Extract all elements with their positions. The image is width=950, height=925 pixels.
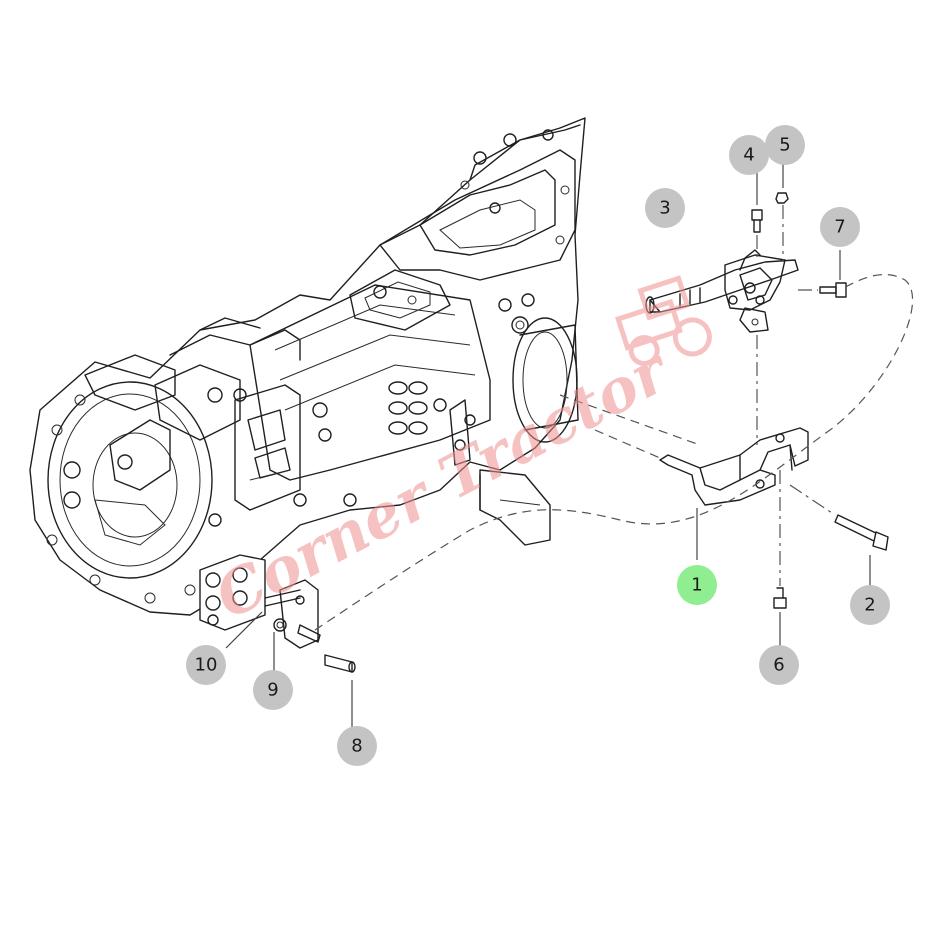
callout-label: 2 [864, 595, 875, 616]
bolt-part-2 [789, 484, 889, 588]
callout-8[interactable]: 8 [337, 726, 377, 766]
lever-bracket [264, 579, 321, 649]
callout-label: 5 [779, 135, 790, 156]
callout-label: 4 [743, 145, 754, 166]
callout-circle [645, 188, 685, 228]
tractor-icon [615, 275, 712, 367]
alignment-dash [559, 394, 701, 446]
callout-7[interactable]: 7 [820, 207, 860, 247]
brake-cable-path [314, 274, 914, 631]
callout-4[interactable]: 4 [729, 135, 769, 175]
callout-3[interactable]: 3 [645, 188, 685, 228]
callout-label: 8 [351, 736, 362, 757]
callout-label: 9 [267, 680, 278, 701]
callout-circle [820, 207, 860, 247]
screw-part-7 [798, 250, 847, 298]
nut-part-5 [775, 163, 789, 262]
bolt-part-6 [773, 470, 787, 648]
alignment-dash [594, 429, 661, 459]
pin-part-8 [324, 654, 356, 728]
callout-label: 10 [195, 655, 218, 676]
callout-circle [850, 585, 890, 625]
callout-2[interactable]: 2 [850, 585, 890, 625]
callout-circle [337, 726, 377, 766]
callout-label: 7 [834, 217, 845, 238]
callout-circle [186, 645, 226, 685]
callout-label: 6 [773, 655, 784, 676]
callout-label: 3 [659, 198, 670, 219]
mounting-bracket [659, 427, 809, 560]
callout-label: 1 [691, 575, 702, 596]
shift-cover [388, 381, 428, 435]
callout-circle [253, 670, 293, 710]
callout-circle [729, 135, 769, 175]
callout-circle [759, 645, 799, 685]
bolt-part-4 [751, 172, 763, 262]
callout-circle [765, 125, 805, 165]
callout-10[interactable]: 10 [186, 645, 226, 685]
callout-9[interactable]: 9 [253, 670, 293, 710]
callout-6[interactable]: 6 [759, 645, 799, 685]
brake-lever [645, 249, 799, 333]
leader-10 [225, 611, 263, 649]
callout-1[interactable]: 1 [677, 565, 717, 605]
transmission-housing [29, 117, 586, 631]
callout-5[interactable]: 5 [765, 125, 805, 165]
callout-circle [677, 565, 717, 605]
